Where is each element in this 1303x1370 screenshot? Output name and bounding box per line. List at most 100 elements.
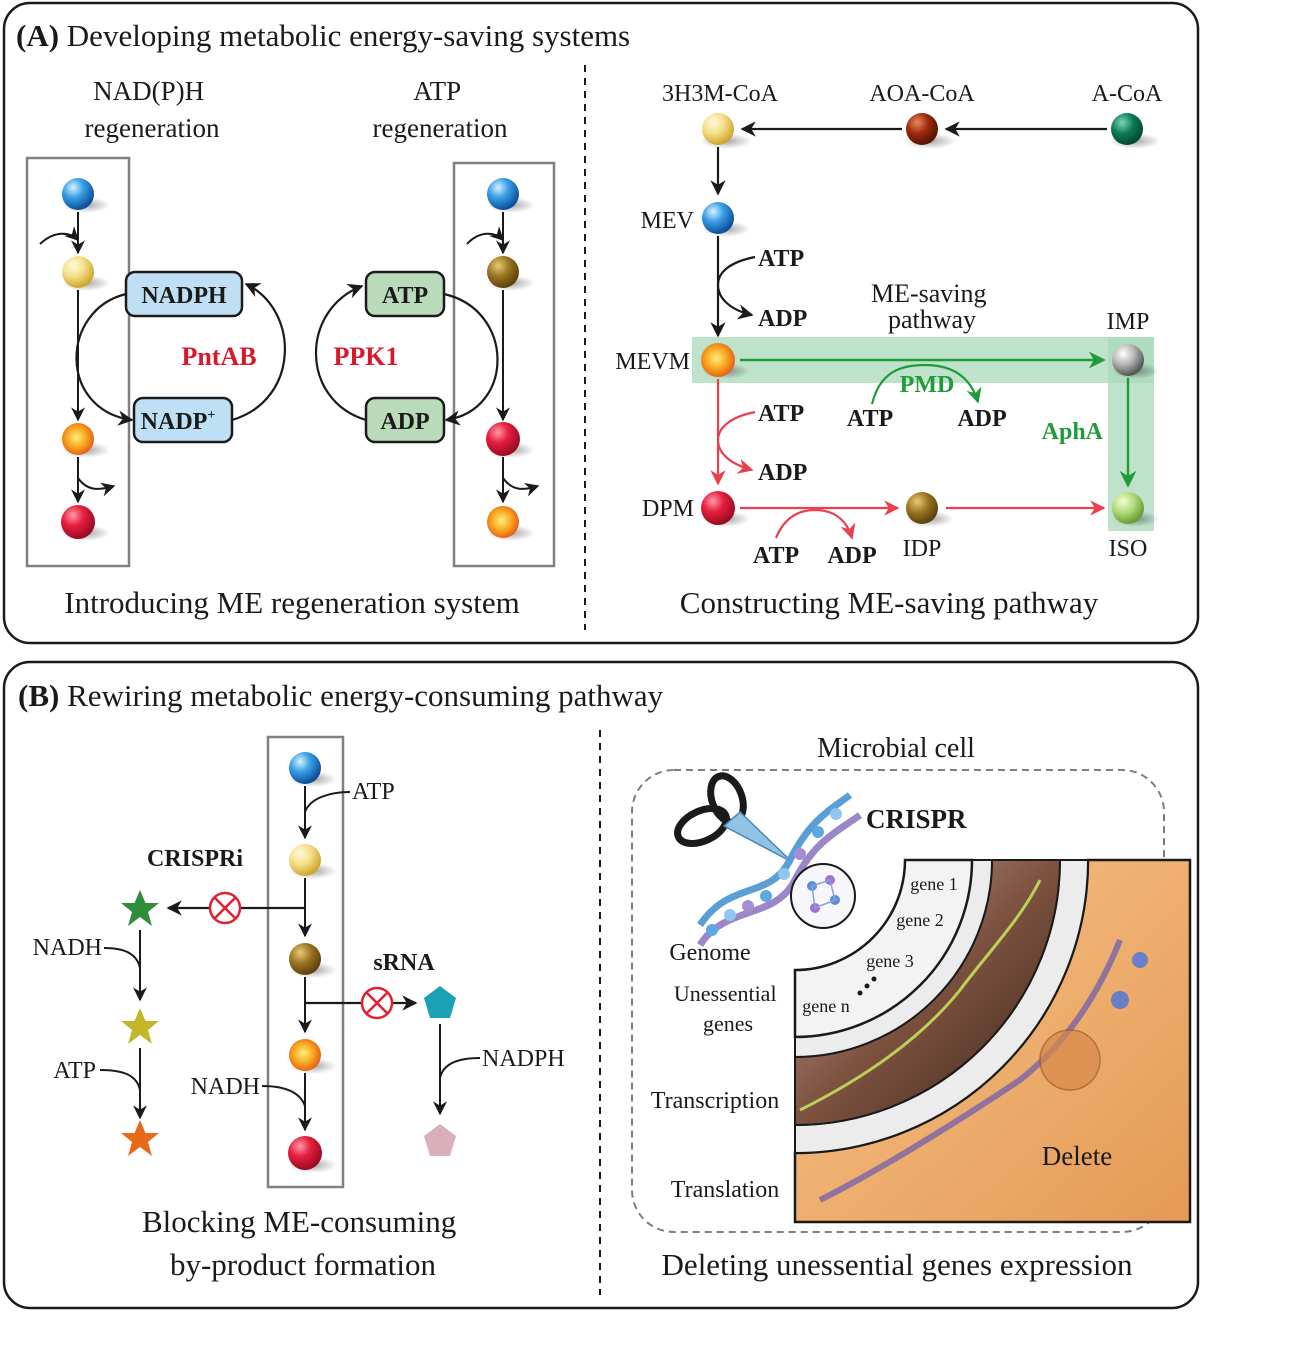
node-dpm bbox=[701, 491, 735, 525]
atp-box-label: ATP bbox=[382, 283, 428, 309]
gene-1-label: gene 1 bbox=[910, 874, 957, 894]
molecule-bubble-icon bbox=[790, 863, 856, 929]
label-dpm: DPM bbox=[642, 496, 694, 522]
atp-regeneration-title: ATP regeneration bbox=[373, 76, 508, 143]
metabolite-brown-node bbox=[487, 256, 519, 288]
metabolite-blue-node bbox=[289, 752, 321, 784]
cofactor-atp: ATP bbox=[847, 406, 893, 432]
enzyme-pntab-label: PntAB bbox=[181, 342, 256, 371]
atp-regeneration-arrow bbox=[314, 283, 367, 422]
nadph-regeneration-arrow bbox=[231, 283, 286, 422]
byproduct-blocking-module: ATP NADH CRISPRi NADH bbox=[33, 735, 565, 1189]
nadph-pathway-box bbox=[25, 156, 131, 568]
byproduct-star-green bbox=[121, 890, 159, 926]
microbial-cell-module: Microbial cell CRISPR bbox=[631, 733, 1192, 1233]
node-3h3m-coa bbox=[702, 113, 734, 145]
cofactor-adp: ADP bbox=[957, 406, 1006, 432]
scissors-icon bbox=[674, 772, 793, 863]
b-nadh-label: NADH bbox=[191, 1074, 260, 1100]
metabolite-yellow-node bbox=[62, 256, 94, 288]
main-pathway-box bbox=[266, 735, 345, 1189]
cofactor-atp: ATP bbox=[753, 543, 799, 569]
cofactor-adp: ADP bbox=[758, 460, 807, 486]
b-nadph-label: NADPH bbox=[482, 1046, 565, 1072]
translation-label: Translation bbox=[671, 1177, 779, 1203]
crispri-label: CRISPRi bbox=[147, 846, 243, 872]
metabolite-yellow-node bbox=[289, 844, 321, 876]
label-mevm: MEVM bbox=[615, 349, 690, 375]
transcription-label: Transcription bbox=[651, 1088, 779, 1114]
caption-me-regeneration: Introducing ME regeneration system bbox=[64, 585, 519, 620]
gene-expression-arcs bbox=[793, 858, 1192, 1224]
atp-regeneration-module: ATP regeneration ATP ADP PPK1 bbox=[314, 76, 556, 568]
label-idp: IDP bbox=[903, 536, 942, 562]
cofactor-atp: ATP bbox=[758, 246, 804, 272]
panel-b: (B) Rewiring metabolic energy-consuming … bbox=[2, 660, 1200, 1310]
node-idp bbox=[906, 492, 938, 524]
genome-layer bbox=[793, 858, 974, 1039]
nadph-regeneration-title: NAD(P)H regeneration bbox=[85, 76, 220, 143]
node-iso bbox=[1112, 492, 1144, 524]
microbial-cell-title: Microbial cell bbox=[817, 733, 975, 764]
label-a-coa: A-CoA bbox=[1092, 81, 1163, 107]
cofactor-adp: ADP bbox=[827, 543, 876, 569]
adp-box bbox=[364, 396, 446, 444]
enzyme-pmd-label: PMD bbox=[900, 372, 955, 398]
metabolite-blue-node bbox=[487, 178, 519, 210]
metabolite-blue-node bbox=[62, 178, 94, 210]
node-mev bbox=[702, 202, 734, 234]
enzyme-ppk1-label: PPK1 bbox=[334, 342, 399, 371]
label-imp: IMP bbox=[1107, 309, 1150, 335]
label-mev: MEV bbox=[641, 208, 695, 234]
metabolite-red-node bbox=[61, 505, 95, 539]
panel-a-title: (A) Developing metabolic energy-saving s… bbox=[16, 18, 630, 53]
nadph-regeneration-module: NAD(P)H regeneration NADPH NADP+ P bbox=[25, 76, 286, 568]
byproduct-pentagon-pink bbox=[424, 1124, 456, 1156]
metabolite-brown-node bbox=[289, 943, 321, 975]
block-icon bbox=[208, 891, 242, 925]
node-mevm bbox=[701, 343, 735, 377]
node-aoa-coa bbox=[906, 113, 938, 145]
nadph-box bbox=[124, 270, 244, 318]
atp-box bbox=[364, 270, 446, 318]
unessential-genes-label: Unessential genes bbox=[674, 981, 782, 1036]
cofactor-adp: ADP bbox=[758, 306, 807, 332]
node-a-coa bbox=[1111, 113, 1143, 145]
enzyme-apha-label: AphA bbox=[1042, 419, 1104, 445]
metabolite-orange-node bbox=[289, 1039, 321, 1071]
ellipsis-dots bbox=[857, 976, 877, 996]
nadph-label: NADPH bbox=[141, 283, 227, 309]
atp-consumption-arrow bbox=[443, 292, 499, 426]
nadp-box bbox=[132, 396, 234, 444]
b-atp-label: ATP bbox=[53, 1058, 96, 1084]
gene-2-label: gene 2 bbox=[896, 910, 943, 930]
atp-pathway-box bbox=[452, 161, 556, 568]
caption-blocking: Blocking ME-consuming by-product formati… bbox=[142, 1204, 464, 1282]
panel-b-title: (B) Rewiring metabolic energy-consuming … bbox=[18, 678, 664, 713]
label-iso: ISO bbox=[1109, 536, 1148, 562]
caption-me-saving: Constructing ME-saving pathway bbox=[680, 585, 1099, 620]
b-nadh-label: NADH bbox=[33, 935, 102, 961]
srna-label: sRNA bbox=[373, 950, 435, 976]
metabolite-orange-node bbox=[62, 423, 94, 455]
byproduct-pentagon-teal bbox=[424, 986, 456, 1018]
delete-label: Delete bbox=[1042, 1141, 1112, 1171]
label-aoa-coa: AOA-CoA bbox=[869, 81, 975, 107]
metabolite-red-node bbox=[486, 422, 520, 456]
genome-label: Genome bbox=[669, 940, 750, 966]
node-imp bbox=[1112, 344, 1144, 376]
gene-n-label: gene n bbox=[802, 996, 849, 1016]
crispr-label: CRISPR bbox=[866, 804, 967, 834]
nadph-consumption-arrow bbox=[75, 292, 134, 426]
nadp-label: NADP+ bbox=[141, 408, 216, 435]
mevalonate-pathway: 3H3M-CoA AOA-CoA A-CoA MEV ATP ADP ME-sa… bbox=[615, 81, 1163, 569]
saving-pathway-label: ME-saving pathway bbox=[871, 279, 993, 334]
adp-box-label: ADP bbox=[380, 409, 429, 435]
metabolite-orange-node bbox=[487, 506, 519, 538]
b-atp-label: ATP bbox=[352, 779, 395, 805]
label-3h3m-coa: 3H3M-CoA bbox=[662, 81, 779, 107]
gene-3-label: gene 3 bbox=[866, 951, 913, 971]
panel-a: (A) Developing metabolic energy-saving s… bbox=[2, 1, 1200, 645]
byproduct-star-olive bbox=[121, 1008, 159, 1044]
